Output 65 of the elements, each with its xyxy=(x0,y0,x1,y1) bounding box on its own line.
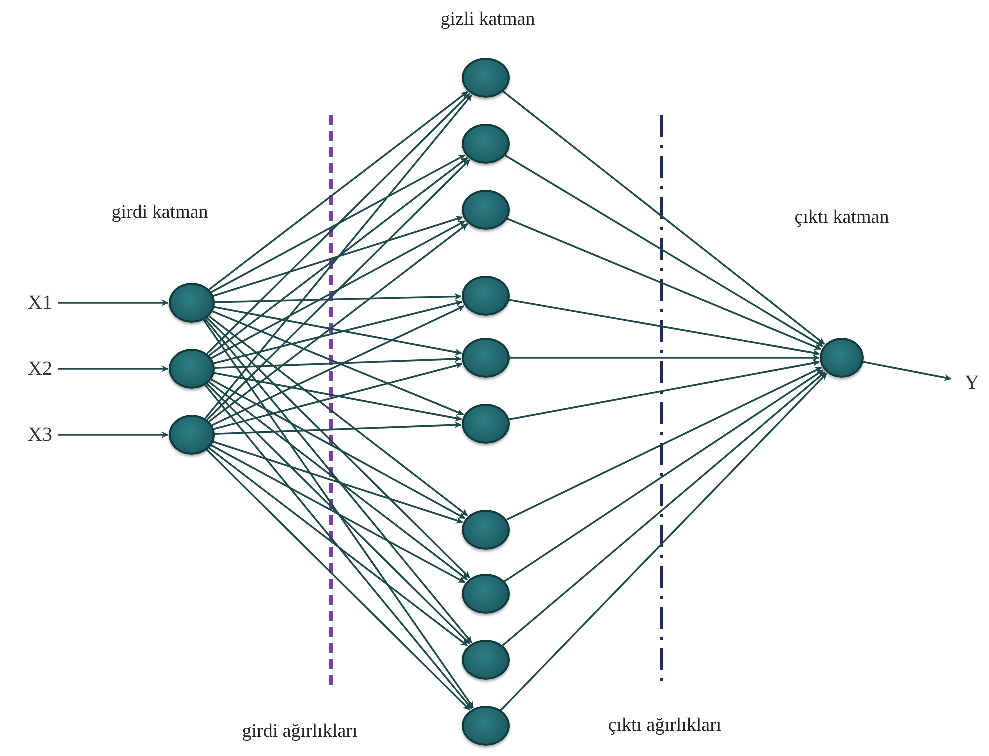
arrow xyxy=(504,370,824,582)
arrow xyxy=(214,306,462,356)
arrow xyxy=(500,373,828,712)
arrow xyxy=(206,449,470,711)
arrow xyxy=(214,372,462,422)
arrow xyxy=(206,159,470,421)
neuron-circle xyxy=(462,276,510,316)
arrow xyxy=(208,223,468,422)
layer-label: girdi katman xyxy=(112,203,208,222)
arrow xyxy=(204,318,472,644)
neuron-circle xyxy=(462,190,510,230)
neuron-circle xyxy=(462,124,510,164)
arrow xyxy=(208,316,468,516)
arrow xyxy=(214,300,463,364)
arrow xyxy=(509,299,820,356)
arrow xyxy=(206,383,470,645)
arrow xyxy=(208,91,468,290)
layer-label: girdi ağırlıkları xyxy=(242,722,358,741)
arrow xyxy=(507,218,822,350)
arrow xyxy=(509,360,820,421)
arrow xyxy=(502,372,826,646)
arrow xyxy=(214,422,462,436)
neuron-circle xyxy=(169,283,215,323)
arrow xyxy=(213,441,464,524)
neuron-circle xyxy=(462,338,510,378)
arrow xyxy=(211,378,466,520)
arrow xyxy=(863,361,952,382)
arrow xyxy=(58,300,169,306)
arrow xyxy=(58,366,169,372)
neuron-circle xyxy=(462,574,510,614)
arrow xyxy=(510,354,820,362)
arrow xyxy=(204,384,472,710)
neuron-circle xyxy=(169,349,215,389)
arrow xyxy=(206,317,470,579)
arrow xyxy=(211,444,466,584)
neuron-circle xyxy=(462,58,510,98)
arrow xyxy=(208,382,468,581)
arrow xyxy=(211,154,466,294)
arrow xyxy=(204,94,472,420)
input-label: X3 xyxy=(28,425,52,445)
neuron-circle xyxy=(462,640,510,680)
arrow xyxy=(505,154,824,348)
input-label: X1 xyxy=(28,293,52,313)
input-label: X2 xyxy=(28,359,52,379)
arrow xyxy=(214,356,462,370)
arrow xyxy=(203,320,474,708)
layer-label: çıktı ağırlıkları xyxy=(608,716,722,735)
arrow xyxy=(208,448,468,647)
neuron-circle xyxy=(169,415,215,455)
neuron-circle xyxy=(462,404,510,444)
arrow xyxy=(214,362,463,430)
arrow xyxy=(214,293,462,304)
arrow xyxy=(206,93,470,355)
arrow xyxy=(502,91,826,345)
input-label: Y xyxy=(965,373,980,393)
layer-label: çıktı katman xyxy=(794,208,890,227)
neuron-circle xyxy=(820,338,864,378)
neuron-circle xyxy=(462,510,510,550)
arrow xyxy=(506,367,822,521)
neuron-circle xyxy=(462,706,510,746)
arrow xyxy=(208,157,468,356)
arrow xyxy=(211,220,466,360)
arrow xyxy=(58,432,169,438)
arrow xyxy=(213,216,464,298)
layer-label: gizli katman xyxy=(440,10,536,29)
